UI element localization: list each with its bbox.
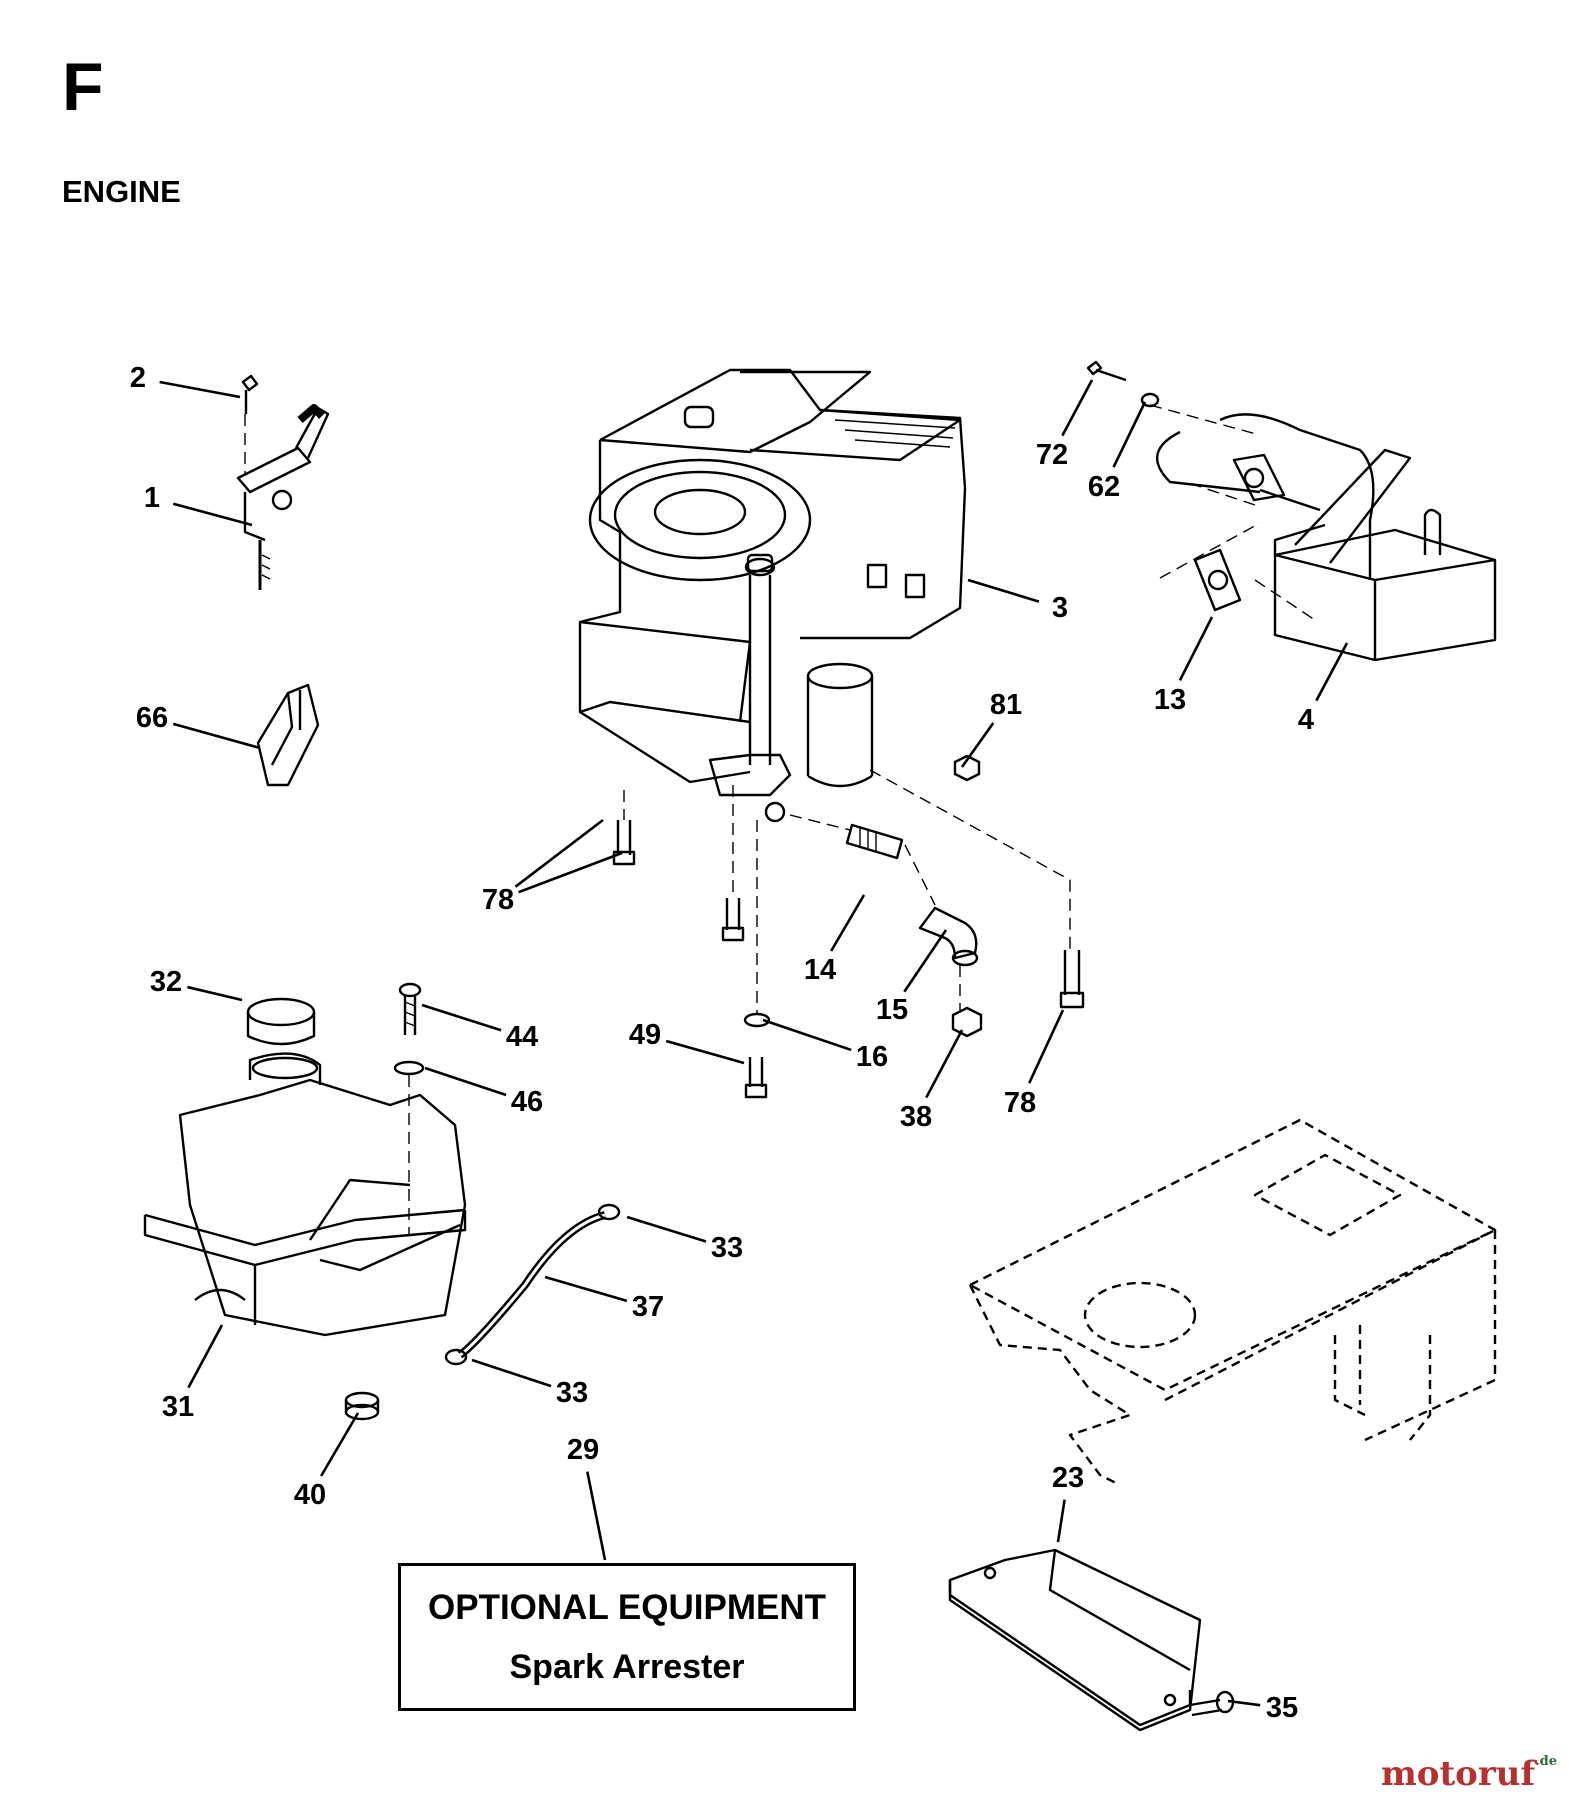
watermark-text: motoruf: [1380, 1754, 1536, 1794]
washer-46-part: [393, 1060, 425, 1076]
callout-label-81: 81: [990, 689, 1022, 721]
leader-line-78: [1028, 1009, 1065, 1084]
leader-line-16: [762, 1018, 852, 1052]
nut-81-part: [953, 754, 981, 782]
leader-line-31: [187, 1324, 224, 1389]
spark-arrester-label: Spark Arrester: [509, 1648, 745, 1686]
assembly-lines: [244, 404, 1316, 1235]
callout-label-32: 32: [150, 966, 182, 998]
fuel-line-part: [444, 1203, 621, 1366]
leader-line-72: [1061, 379, 1094, 437]
callout-label-62: 62: [1088, 471, 1120, 503]
callout-label-44: 44: [506, 1021, 538, 1053]
throttle-control-part: [236, 374, 330, 590]
leader-line-33: [471, 1358, 552, 1388]
leader-line-62: [1112, 401, 1147, 468]
callout-label-78: 78: [482, 884, 514, 916]
leader-line-37: [544, 1275, 628, 1303]
leader-line-33: [626, 1215, 707, 1243]
exhaust-gasket-13-part: [1193, 548, 1242, 612]
leader-line-44: [421, 1003, 502, 1032]
leader-line-14: [830, 894, 866, 952]
leader-line-23: [1056, 1499, 1066, 1543]
callout-label-16: 16: [856, 1041, 888, 1073]
callout-label-78: 78: [1004, 1087, 1036, 1119]
leader-line-29: [586, 1471, 607, 1561]
callout-label-72: 72: [1036, 439, 1068, 471]
callout-label-49: 49: [629, 1019, 661, 1051]
leader-line-46: [424, 1066, 507, 1097]
callout-leader-lines: [159, 379, 1349, 1707]
elbow-15-part: [918, 906, 979, 967]
chassis-frame-part: [968, 1118, 1497, 1487]
bolt-49-part: [744, 1057, 768, 1099]
callout-label-66: 66: [136, 702, 168, 734]
callout-label-37: 37: [632, 1291, 664, 1323]
callout-label-14: 14: [804, 954, 836, 986]
optional-equipment-box: OPTIONAL EQUIPMENT Spark Arrester: [398, 1563, 856, 1711]
exhaust-gasket-62-part: [1086, 360, 1286, 502]
callout-label-38: 38: [900, 1101, 932, 1133]
section-title: ENGINE: [62, 174, 181, 209]
pipe-nipple-14-part: [845, 823, 904, 860]
bolt-78-part: [612, 820, 1085, 1009]
leader-line-2: [159, 380, 241, 399]
callout-label-3: 3: [1052, 592, 1068, 624]
callout-label-29: 29: [567, 1434, 599, 1466]
callout-label-1: 1: [144, 482, 160, 514]
leader-line-78-b: [514, 818, 604, 888]
callout-label-40: 40: [294, 1479, 326, 1511]
leader-line-35: [1227, 1699, 1261, 1707]
leader-line-49: [665, 1039, 745, 1065]
screw-35-part: [1189, 1690, 1235, 1717]
leader-line-78: [518, 851, 623, 894]
callout-label-13: 13: [1154, 684, 1186, 716]
engine-block-part: [578, 368, 967, 784]
muffler-part: [1155, 413, 1497, 662]
callout-label-31: 31: [162, 1391, 194, 1423]
callout-label-33: 33: [556, 1377, 588, 1409]
oil-filter-part: [806, 662, 874, 788]
bushing-40-part: [344, 1391, 380, 1421]
optional-equipment-heading: OPTIONAL EQUIPMENT: [428, 1588, 826, 1627]
callout-label-46: 46: [511, 1086, 543, 1118]
callout-label-33: 33: [711, 1232, 743, 1264]
leader-line-4: [1315, 642, 1349, 702]
callout-label-2: 2: [130, 362, 146, 394]
leader-line-13: [1178, 616, 1214, 681]
leader-line-66: [172, 722, 261, 750]
watermark-suffix: .de: [1535, 1754, 1557, 1769]
heat-shield-part: [948, 1548, 1202, 1732]
callout-label-35: 35: [1266, 1692, 1298, 1724]
leader-line-1: [172, 502, 253, 527]
leader-line-32: [187, 985, 243, 1002]
leader-line-81: [960, 722, 995, 768]
screw-44-part: [398, 982, 422, 1035]
leader-line-38: [925, 1029, 964, 1099]
leader-line-40: [319, 1412, 360, 1477]
dipstick-tube-part: [708, 553, 792, 823]
callout-label-15: 15: [876, 994, 908, 1026]
fuel-tank-part: [143, 997, 467, 1337]
nut-38-part: [951, 1006, 983, 1038]
leader-line-15: [903, 929, 948, 993]
leader-line-3: [967, 578, 1040, 603]
callout-label-23: 23: [1052, 1462, 1084, 1494]
watermark-logo: motoruf.de: [1381, 1754, 1557, 1794]
callout-label-4: 4: [1298, 704, 1314, 736]
bracket-66-part: [256, 683, 320, 787]
section-letter: F: [62, 49, 104, 125]
